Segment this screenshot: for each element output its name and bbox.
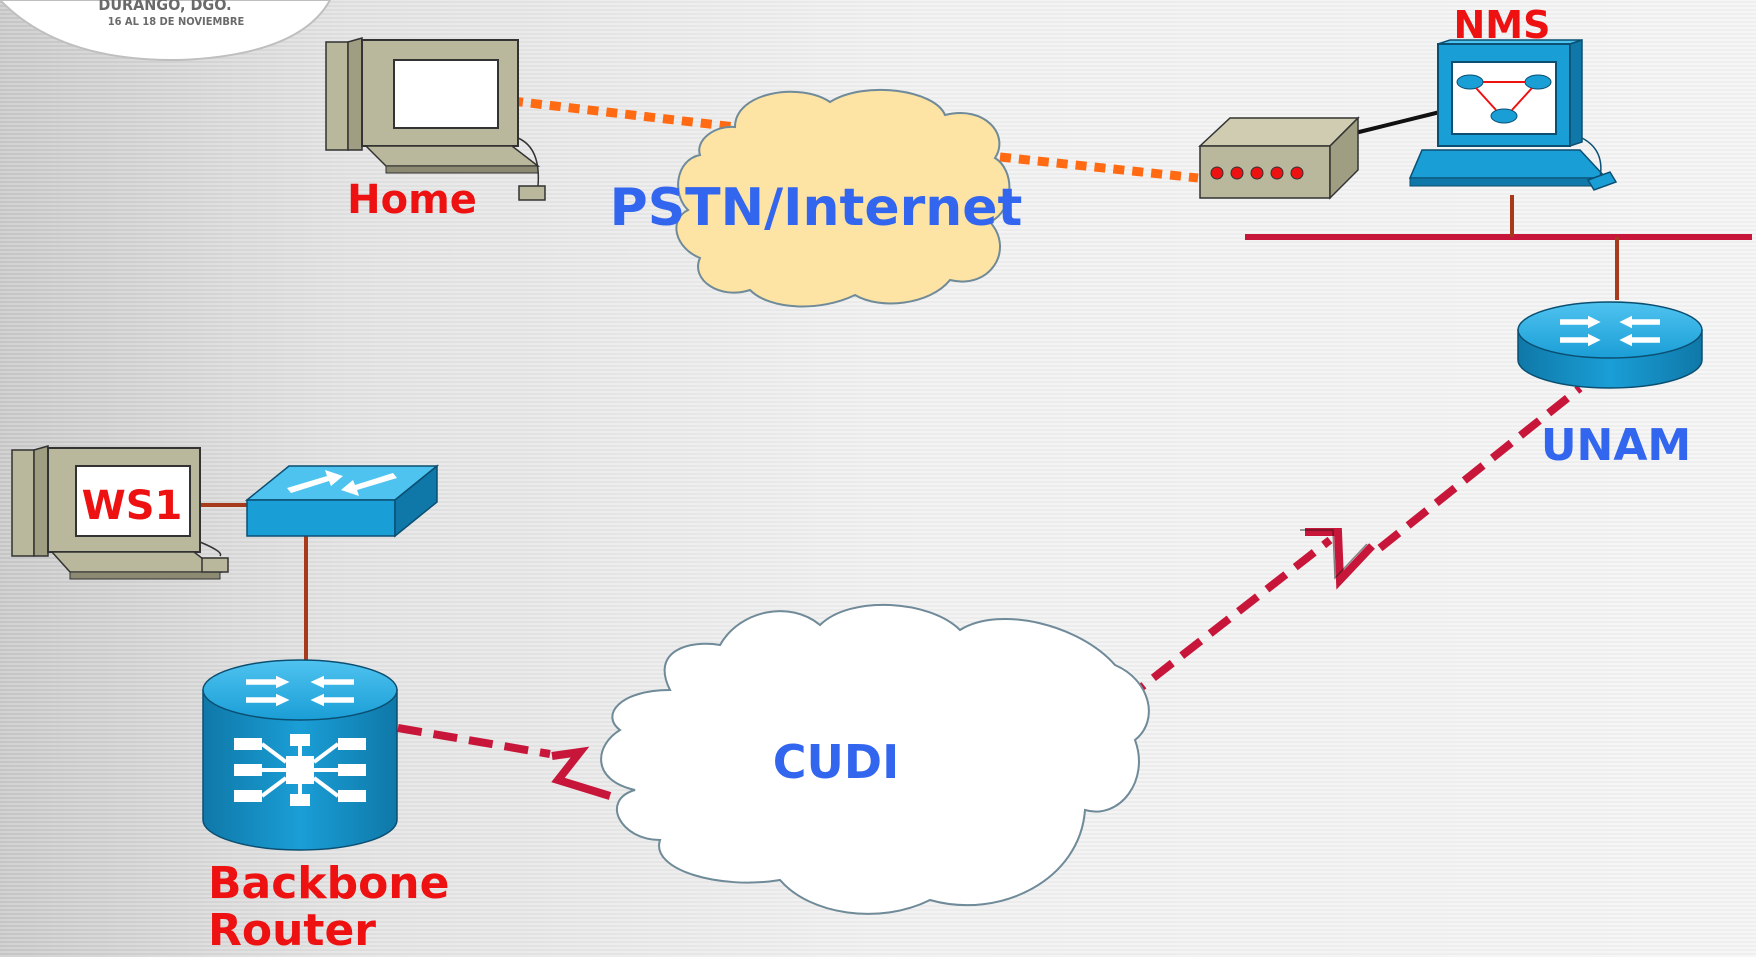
workstation-icon [11,445,229,580]
wan-links [397,384,1583,800]
lan-links [200,503,308,668]
backbone-router-icon [202,659,398,851]
ws1-workstation: WS1 [11,445,229,580]
switch-icon [244,464,440,538]
workstation-icon [325,37,546,201]
event-logo: DURANGO, DGO. 16 AL 18 DE NOVIEMBRE [0,0,332,62]
modem-icon [1198,116,1360,200]
cudi-cloud: CUDI [600,603,1150,915]
modem [1198,116,1360,200]
home-label: Home [347,177,477,223]
home-workstation: Home [325,37,546,223]
pstn-internet-label: PSTN/Internet [610,178,1023,238]
backbone-label-line1: Backbone [208,858,449,909]
logo-line2: 16 AL 18 DE NOVIEMBRE [108,15,245,28]
logo-line1: DURANGO, DGO. [98,0,231,14]
network-map-icon [1456,74,1552,124]
ws1-label: WS1 [82,483,183,529]
workstation-icon [1408,38,1618,191]
crossbar-icon [234,734,366,806]
dialup-links [511,96,1199,183]
pstn-internet-cloud: PSTN/Internet [610,88,1023,308]
router-icon [1517,301,1703,389]
backbone-label-line2: Router [208,905,376,956]
cudi-label: CUDI [773,735,899,789]
backbone-router: Backbone Router [202,659,449,956]
lan-bus [1245,110,1752,300]
lan-switch [244,464,440,538]
nms-workstation: NMS [1408,3,1618,191]
unam-label: UNAM [1541,420,1691,471]
unam-router: UNAM [1517,301,1703,471]
